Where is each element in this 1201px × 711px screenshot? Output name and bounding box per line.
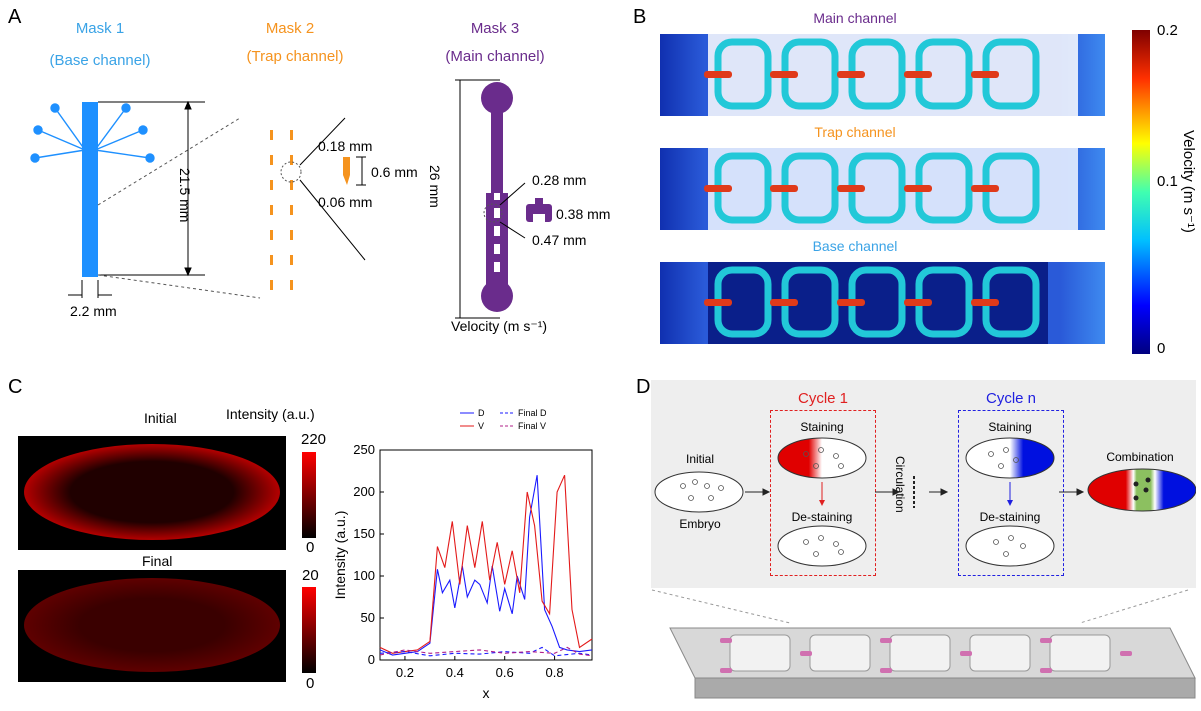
legend-label: Final V bbox=[518, 421, 546, 431]
x-tick-label: 0.8 bbox=[546, 665, 564, 680]
panel-letter-b: B bbox=[633, 6, 647, 28]
panel-letter-d: D bbox=[636, 376, 651, 398]
main-footer-label: Velocity (m s⁻¹) bbox=[451, 318, 548, 334]
x-tick-label: 0.6 bbox=[496, 665, 514, 680]
base-channel-shape bbox=[30, 102, 155, 277]
label-main-channel: Main channel bbox=[813, 10, 897, 26]
legend-label: D bbox=[478, 408, 485, 418]
series-line-v bbox=[379, 474, 593, 654]
main-dim-3: 0.47 mm bbox=[532, 232, 587, 248]
cyclen-title: Cycle n bbox=[985, 390, 1037, 407]
mask2-subtitle: (Trap channel) bbox=[246, 48, 344, 65]
x-tick-label: 0.2 bbox=[396, 665, 414, 680]
label-staining-1: Staining bbox=[800, 420, 844, 434]
mask1-title: Mask 1 bbox=[75, 20, 125, 37]
scale1-min: 0 bbox=[306, 539, 315, 556]
scale-bar-1 bbox=[302, 452, 316, 538]
panel-letter-a: A bbox=[8, 6, 22, 28]
panel-b-simulations bbox=[660, 34, 1105, 344]
colorbar-title: Velocity (m s⁻¹) bbox=[1180, 130, 1197, 233]
scale-bar-2 bbox=[302, 587, 316, 673]
cyclen-box bbox=[958, 410, 1064, 576]
panel-d-workflow bbox=[654, 437, 1196, 567]
trap-pattern bbox=[270, 130, 293, 290]
intensity-line-chart: 0 50 100 150 200 250 0.2 0.4 0.6 0.8 x Intensity (a… bbox=[332, 408, 593, 701]
trap-dim-3: 0.06 mm bbox=[318, 194, 373, 210]
colorbar-tick-min: 0 bbox=[1157, 340, 1166, 357]
sim-main bbox=[660, 34, 1105, 116]
y-tick-label: 150 bbox=[353, 526, 375, 541]
dimension-lines bbox=[68, 100, 205, 298]
label-final: Final bbox=[142, 553, 173, 569]
label-initial-d: Initial bbox=[685, 452, 714, 466]
dim-width-label: 2.2 mm bbox=[70, 303, 117, 319]
y-tick-label: 50 bbox=[361, 610, 375, 625]
trap-dim-1: 0.18 mm bbox=[318, 138, 373, 154]
series-line-final-v bbox=[379, 646, 593, 657]
mask2-title: Mask 2 bbox=[265, 20, 315, 37]
cycle1-box bbox=[770, 410, 876, 576]
main-dim-1: 0.28 mm bbox=[532, 172, 587, 188]
velocity-colorbar bbox=[1132, 30, 1150, 354]
colorbar-tick-max: 0.2 bbox=[1157, 22, 1178, 39]
main-channel-shape bbox=[481, 82, 513, 312]
y-tick-label: 250 bbox=[353, 442, 375, 457]
trap-dim-2: 0.6 mm bbox=[371, 164, 418, 180]
label-initial: Initial bbox=[144, 410, 177, 426]
colorbar-tick-mid: 0.1 bbox=[1157, 173, 1178, 190]
label-base-channel: Base channel bbox=[812, 238, 898, 254]
panel-letter-c: C bbox=[8, 376, 23, 398]
x-axis-label: x bbox=[483, 685, 490, 701]
y-axis-label: Intensity (a.u.) bbox=[332, 511, 348, 600]
main-length-label: 26 mm bbox=[427, 165, 443, 208]
label-destaining-1: De-staining bbox=[791, 510, 853, 524]
trap-detail bbox=[343, 156, 366, 186]
y-tick-label: 0 bbox=[368, 652, 375, 667]
scale2-min: 0 bbox=[306, 675, 315, 692]
legend-label: V bbox=[478, 421, 484, 431]
sim-base bbox=[660, 262, 1105, 344]
y-tick-label: 100 bbox=[353, 568, 375, 583]
label-destaining-n: De-staining bbox=[979, 510, 1041, 524]
label-combination: Combination bbox=[1106, 450, 1174, 464]
intensity-title: Intensity (a.u.) bbox=[226, 406, 315, 422]
label-embryo: Embryo bbox=[679, 517, 721, 531]
label-trap-channel: Trap channel bbox=[814, 124, 896, 140]
sim-trap bbox=[660, 148, 1105, 230]
embryo-final-image bbox=[18, 570, 286, 682]
mask1-subtitle: (Base channel) bbox=[49, 52, 151, 69]
mask3-subtitle: (Main channel) bbox=[445, 48, 545, 65]
dim-height-label: 21.5 mm bbox=[177, 168, 193, 223]
label-staining-n: Staining bbox=[988, 420, 1032, 434]
cycle1-title: Cycle 1 bbox=[797, 390, 849, 407]
panel-a-drawing bbox=[30, 79, 552, 319]
embryo-initial-image bbox=[18, 436, 286, 550]
scale1-max: 220 bbox=[301, 431, 327, 448]
main-detail bbox=[526, 198, 552, 222]
main-dim-2: 0.38 mm bbox=[556, 206, 611, 222]
chip-device-illustration bbox=[651, 589, 1196, 699]
legend-label: Final D bbox=[518, 408, 547, 418]
mask3-title: Mask 3 bbox=[470, 20, 520, 37]
y-tick-label: 200 bbox=[353, 484, 375, 499]
series-line-d bbox=[379, 475, 593, 656]
x-tick-label: 0.4 bbox=[446, 665, 464, 680]
scale2-max: 20 bbox=[302, 567, 319, 584]
